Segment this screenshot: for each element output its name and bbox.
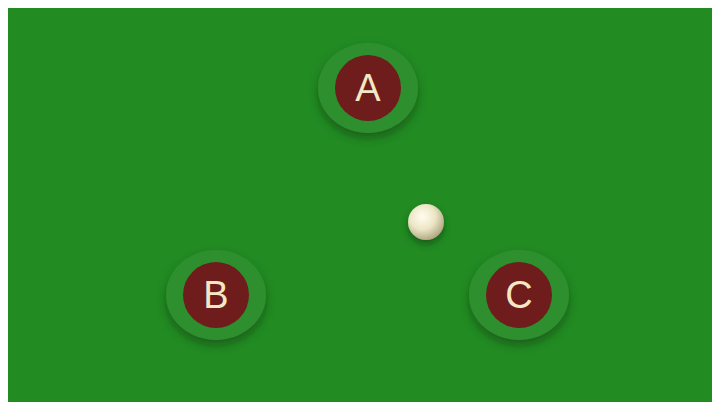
pocket-rim bbox=[469, 250, 569, 340]
pocket-circle: B bbox=[164, 248, 268, 342]
pocket-hole bbox=[486, 262, 552, 328]
pocket-circle: A bbox=[316, 41, 420, 135]
pocket-rim bbox=[318, 43, 418, 133]
pocket-label-holder: B bbox=[164, 248, 268, 342]
pocket-rim bbox=[166, 250, 266, 340]
pocket-label-holder: C bbox=[467, 248, 571, 342]
pocket-letter: C bbox=[505, 276, 532, 314]
pocket-hole bbox=[183, 262, 249, 328]
pocket-hole bbox=[335, 55, 401, 121]
pocket-letter: B bbox=[203, 276, 228, 314]
pocket-label-holder: A bbox=[316, 41, 420, 135]
pocket-circle: C bbox=[467, 248, 571, 342]
pocket-letter: A bbox=[355, 69, 380, 107]
table-cloth bbox=[8, 8, 712, 402]
cue-ball bbox=[408, 204, 444, 240]
